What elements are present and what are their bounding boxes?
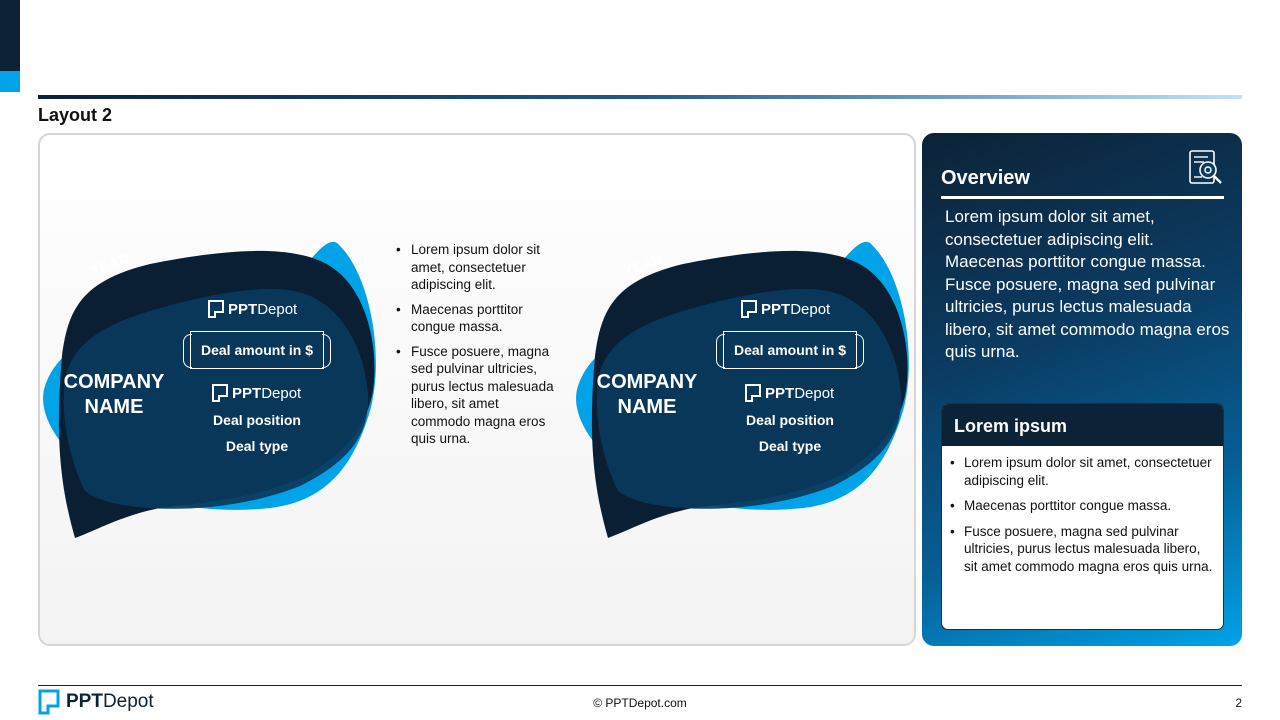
- footer-rule: [38, 685, 1242, 686]
- deal-amount-box: Deal amount in $: [183, 331, 331, 369]
- pptdepot-logo-icon: [745, 384, 761, 402]
- company-name: COMPANY NAME: [63, 371, 165, 418]
- deal-card-2: YEAR COMPANY NAME PPTDepot Deal amount i…: [573, 236, 913, 546]
- overview-text: Lorem ipsum dolor sit amet, consectetuer…: [945, 207, 1230, 361]
- list-item: Lorem ipsum dolor sit amet, consectetuer…: [950, 454, 1213, 489]
- company-logo-secondary: PPTDepot: [212, 384, 301, 402]
- deal-card-blob: [576, 241, 909, 538]
- company-logo: PPTDepot: [741, 300, 830, 318]
- corner-accent: [0, 0, 20, 92]
- pptdepot-logo-icon: [212, 384, 228, 402]
- deal-position: Deal position: [213, 412, 301, 428]
- deal-card-blob: [43, 241, 376, 538]
- header-rule: [38, 95, 1242, 99]
- company-name: COMPANY NAME: [596, 371, 698, 418]
- deal-position: Deal position: [746, 412, 834, 428]
- list-item: Lorem ipsum dolor sit amet, consectetuer…: [396, 241, 556, 294]
- document-search-icon: [1189, 150, 1222, 184]
- deal-card-1: YEAR COMPANY NAME PPTDepot Deal amount i…: [40, 236, 380, 546]
- page-title: Layout 2: [38, 105, 113, 125]
- list-item: Maecenas porttitor congue massa.: [396, 301, 556, 336]
- lorem-ipsum-card-list: Lorem ipsum dolor sit amet, consectetuer…: [942, 446, 1223, 575]
- company-logo-secondary: PPTDepot: [745, 384, 834, 402]
- pptdepot-logo-icon: [208, 300, 224, 318]
- overview-rule: [941, 196, 1224, 199]
- lorem-ipsum-card: Lorem ipsum Lorem ipsum dolor sit amet, …: [941, 403, 1224, 630]
- list-item: Fusce posuere, magna sed pulvinar ultric…: [950, 523, 1213, 576]
- pptdepot-logo-icon: [38, 689, 60, 715]
- footer-logo: PPTDepot: [38, 689, 154, 715]
- footer-copyright: © PPTDepot.com: [593, 696, 687, 710]
- company-logo: PPTDepot: [208, 300, 297, 318]
- lorem-ipsum-card-title: Lorem ipsum: [942, 404, 1223, 446]
- deal-type: Deal type: [758, 438, 822, 454]
- deal-amount-box: Deal amount in $: [716, 331, 864, 369]
- page-number: 2: [1235, 696, 1242, 710]
- overview-title: Overview: [941, 167, 1030, 189]
- corner-accent-dark: [0, 0, 20, 71]
- list-item: Fusce posuere, magna sed pulvinar ultric…: [396, 343, 556, 448]
- corner-accent-light: [0, 71, 20, 92]
- pptdepot-logo-icon: [741, 300, 757, 318]
- deal-type: Deal type: [225, 438, 289, 454]
- list-item: Maecenas porttitor congue massa.: [950, 497, 1213, 515]
- middle-bullet-list: Lorem ipsum dolor sit amet, consectetuer…: [396, 241, 556, 455]
